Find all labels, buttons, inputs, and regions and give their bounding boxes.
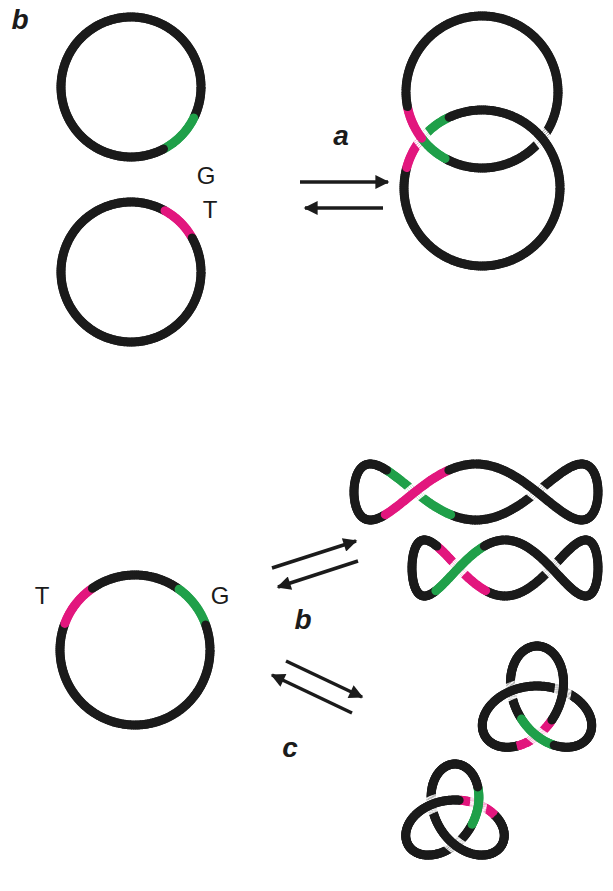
figure-page: bGTaTGbc [0, 0, 613, 891]
